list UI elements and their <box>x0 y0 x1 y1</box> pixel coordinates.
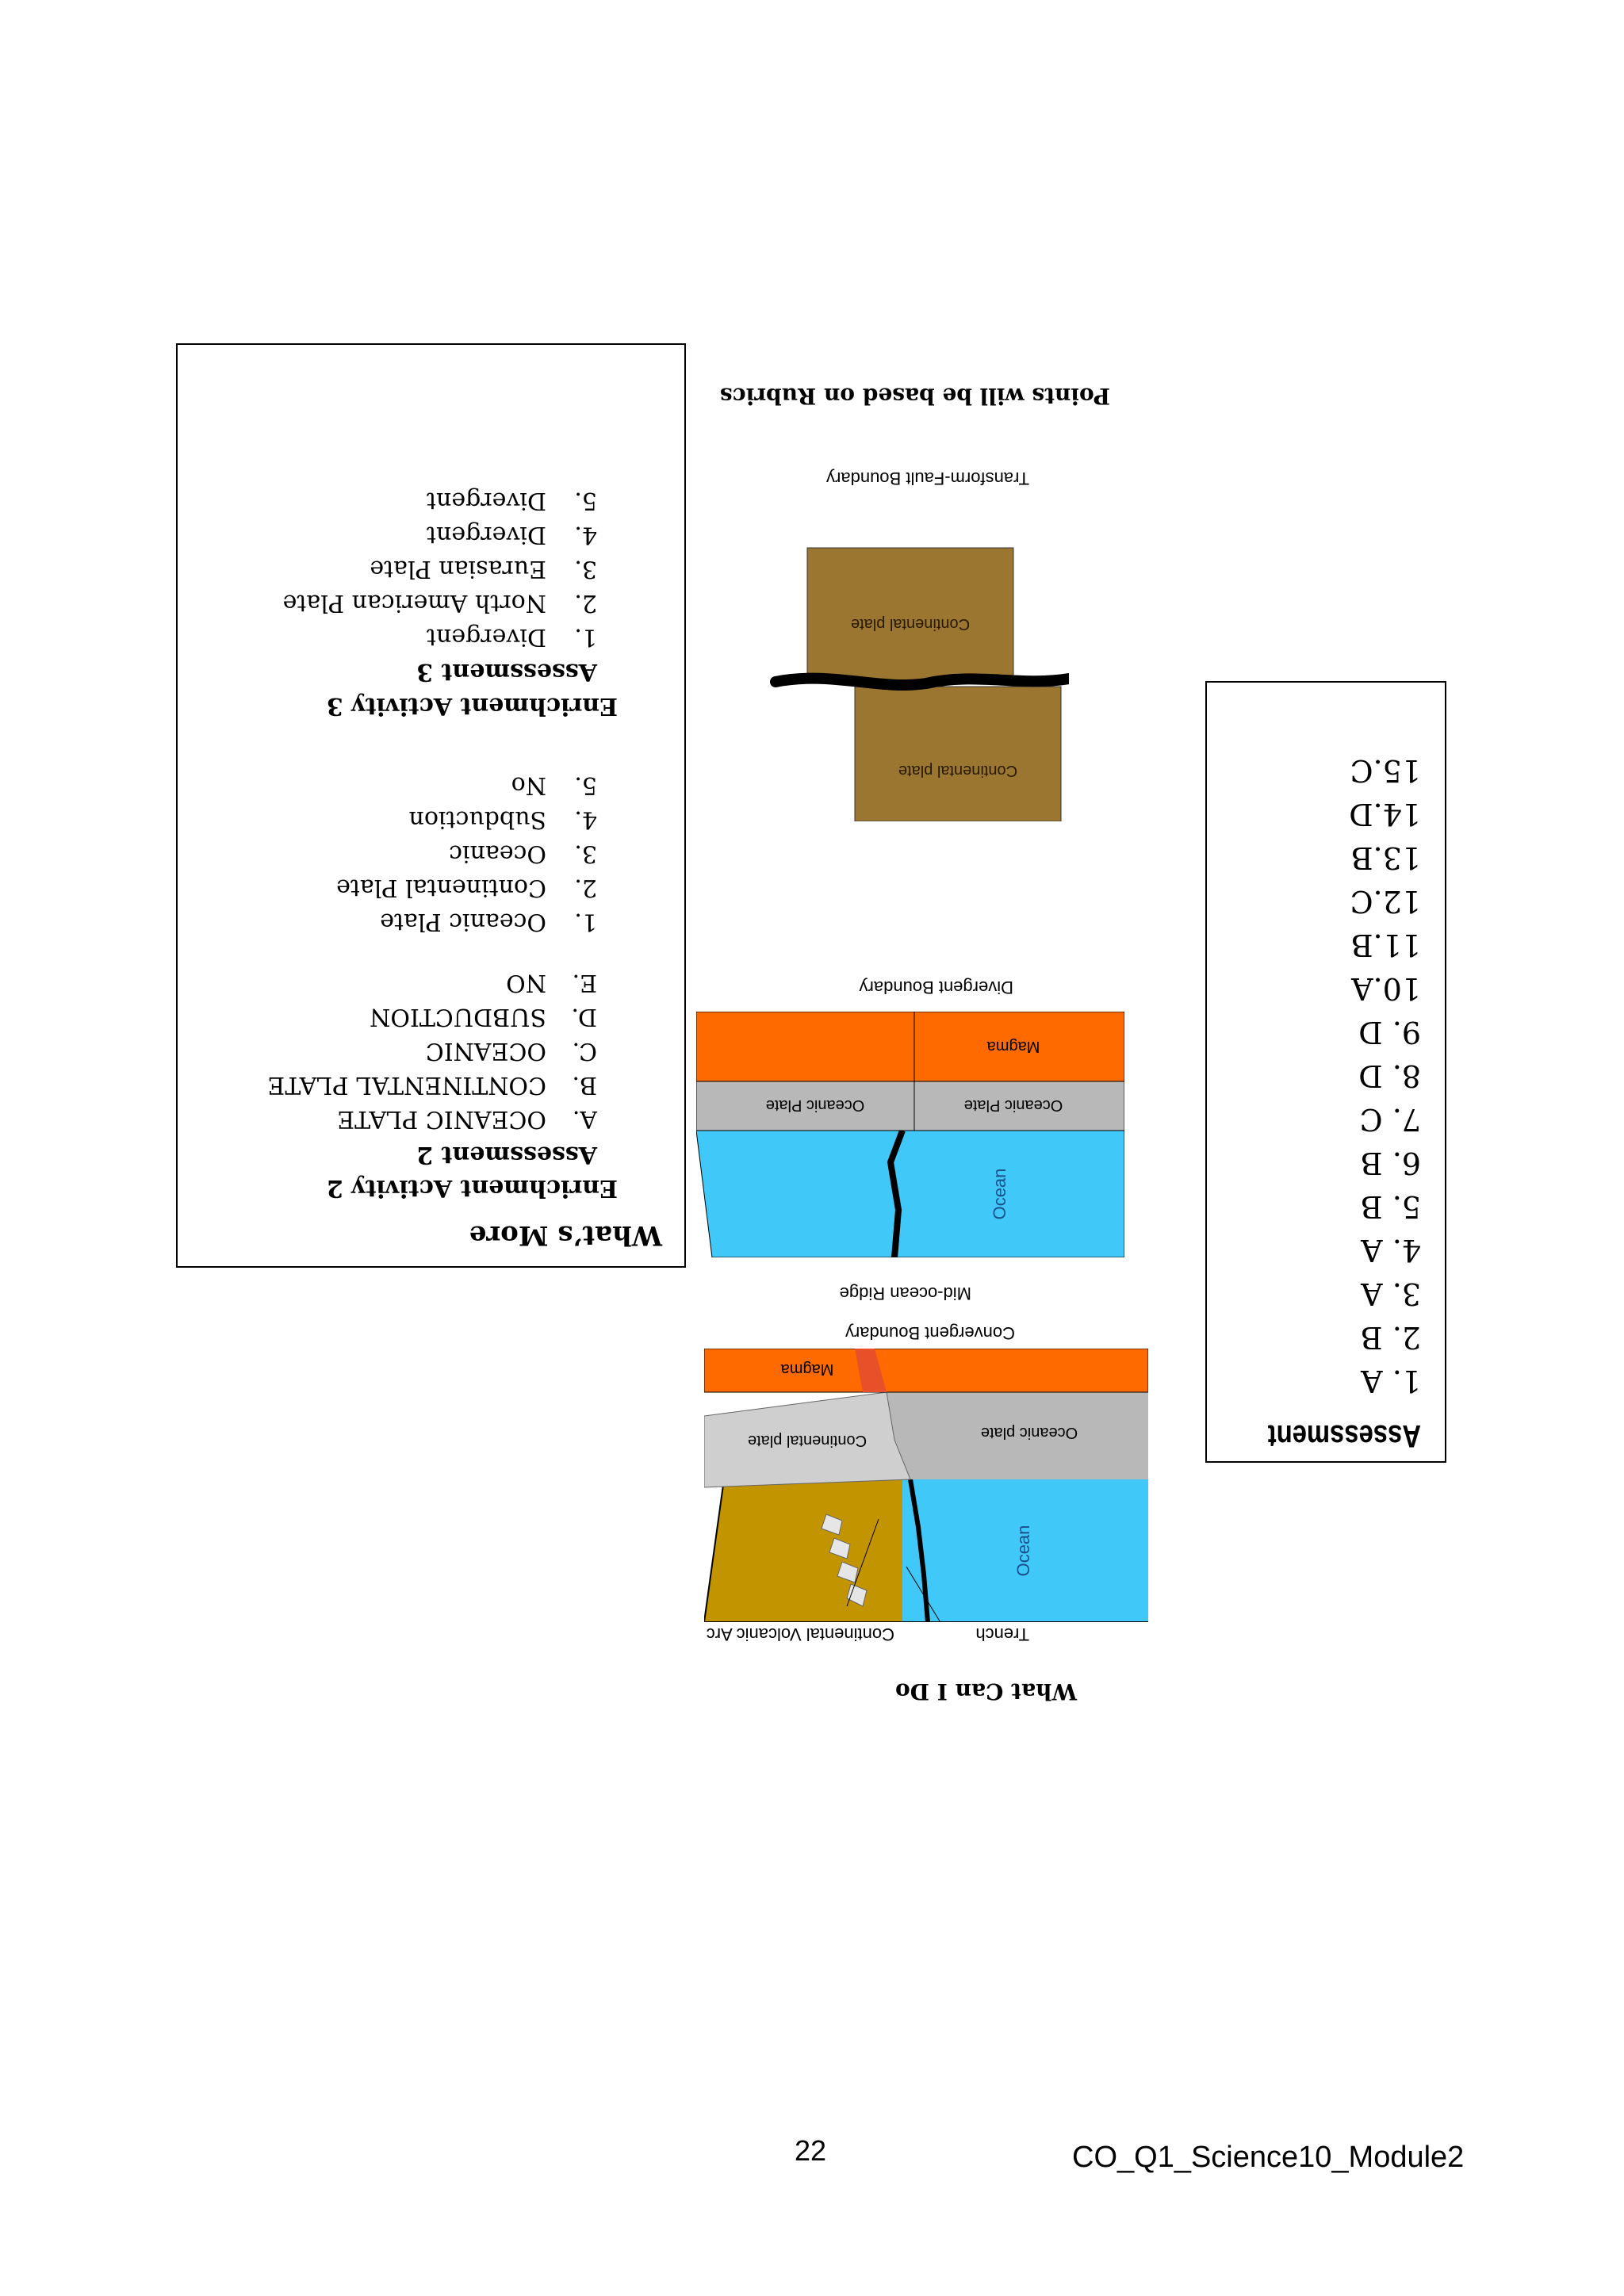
oceanic-plate-label-left: Oceanic Plate <box>964 1096 1063 1114</box>
whats-more-box: What’s More Enrichment Activity 2 Assess… <box>176 343 686 1268</box>
assessment-answer-box: Assessment 1. A 2. B 3. A 4. A 5. B 6. B… <box>1205 681 1446 1463</box>
trench-label: Trench <box>975 1624 1029 1644</box>
continental-plate-label-b: Continental plate <box>851 615 970 633</box>
ocean-label: Ocean <box>1013 1525 1033 1577</box>
mid-ocean-ridge-label: Mid-ocean Ridge <box>839 1284 971 1303</box>
oceanic-plate-label: Oceanic plate <box>981 1424 1078 1441</box>
assessment-answer: 10.A <box>1351 971 1421 1006</box>
assessment-answer: 11.B <box>1350 928 1421 962</box>
ocean-area <box>696 1130 1124 1257</box>
list-item: D.SUBDUCTION <box>370 1003 597 1031</box>
enrichment-activity-3-title: Enrichment Activity 3 <box>326 692 618 720</box>
list-item: 2.Continental Plate <box>336 874 597 901</box>
continental-block-a <box>854 686 1062 821</box>
whats-more-title: What’s More <box>469 1219 662 1251</box>
list-item: 4.Subduction <box>408 806 597 833</box>
assessment-answer: 8. D <box>1358 1058 1421 1093</box>
assessment-answer: 7. C <box>1359 1102 1421 1137</box>
list-item: 1.Divergent <box>426 623 597 651</box>
ocean-label: Ocean <box>990 1169 1009 1220</box>
divergent-boundary-diagram: Ocean Oceanic Plate Oceanic Plate Magma <box>696 1012 1124 1257</box>
assessment-answer: 15.C <box>1350 753 1421 788</box>
continental-plate-label: Continental plate <box>748 1432 867 1449</box>
convergent-boundary-caption: Convergent Boundary <box>845 1323 1015 1343</box>
list-item: 1.Oceanic Plate <box>380 908 597 936</box>
oceanic-plate-label-right: Oceanic Plate <box>766 1096 865 1114</box>
assessment-3-title: Assessment 3 <box>416 658 597 686</box>
fault-line <box>770 672 1069 691</box>
what-can-i-do-title: What Can I Do <box>895 1678 1077 1705</box>
page-number: 22 <box>795 2134 827 2167</box>
convergent-boundary-diagram: Ocean Oceanic plate Continental plate Ma… <box>704 1349 1148 1622</box>
list-item: B.CONTINENTAL PLATE <box>267 1071 597 1099</box>
assessment-title: Assessment <box>1267 1418 1421 1453</box>
list-item: 4.Divergent <box>426 521 597 549</box>
list-item: 3.Eurasian Plate <box>370 555 597 583</box>
continent-area <box>704 1479 902 1622</box>
continental-plate-label-a: Continental plate <box>898 762 1017 779</box>
list-item: 5.No <box>511 771 597 799</box>
list-item: 5.Divergent <box>426 487 597 515</box>
list-item: C.OCEANIC <box>425 1037 597 1065</box>
assessment-answer: 5. B <box>1360 1189 1421 1224</box>
continental-block-b <box>806 547 1014 683</box>
assessment-answer: 14.D <box>1349 797 1421 832</box>
continental-volcanic-arc-label: Continental Volcanic Arc <box>706 1624 894 1644</box>
magma-layer <box>704 1349 1148 1393</box>
assessment-answer: 12.C <box>1350 884 1421 919</box>
magma-label: Magma <box>986 1038 1040 1055</box>
list-item: 2.North American Plate <box>282 589 597 617</box>
transform-fault-diagram: Continental plate Continental plate <box>770 547 1069 821</box>
ridge-rift <box>887 1129 906 1257</box>
magma-layer <box>696 1012 1124 1082</box>
divergent-boundary-caption: Divergent Boundary <box>859 978 1013 997</box>
assessment-answer: 3. A <box>1361 1276 1421 1311</box>
magma-label: Magma <box>780 1360 834 1378</box>
list-item: 3.Oceanic <box>449 840 597 867</box>
continental-plate <box>704 1391 911 1488</box>
assessment-answer: 2. B <box>1360 1320 1421 1355</box>
assessment-answer: 4. A <box>1361 1233 1421 1268</box>
module-code: CO_Q1_Science10_Module2 <box>1072 2141 1465 2174</box>
oceanic-plate-band <box>696 1081 1124 1131</box>
ocean-area <box>902 1479 1148 1622</box>
subducting-slab-pieces <box>821 1513 868 1607</box>
transform-fault-caption: Transform-Fault Boundary <box>826 469 1029 488</box>
rubric-note: Points will be based on Rubrics <box>719 383 1110 409</box>
assessment-2-title: Assessment 2 <box>416 1141 597 1169</box>
enrichment-activity-2-title: Enrichment Activity 2 <box>326 1174 618 1202</box>
list-item: E.NO <box>506 969 597 997</box>
list-item: A.OCEANIC PLATE <box>337 1105 597 1133</box>
assessment-answer: 9. D <box>1358 1015 1421 1050</box>
volcano <box>855 1349 887 1392</box>
assessment-answer: 1. A <box>1361 1364 1421 1399</box>
oceanic-plate <box>887 1392 1148 1479</box>
assessment-answer: 13.B <box>1350 840 1421 875</box>
assessment-answer: 6. B <box>1360 1146 1421 1181</box>
